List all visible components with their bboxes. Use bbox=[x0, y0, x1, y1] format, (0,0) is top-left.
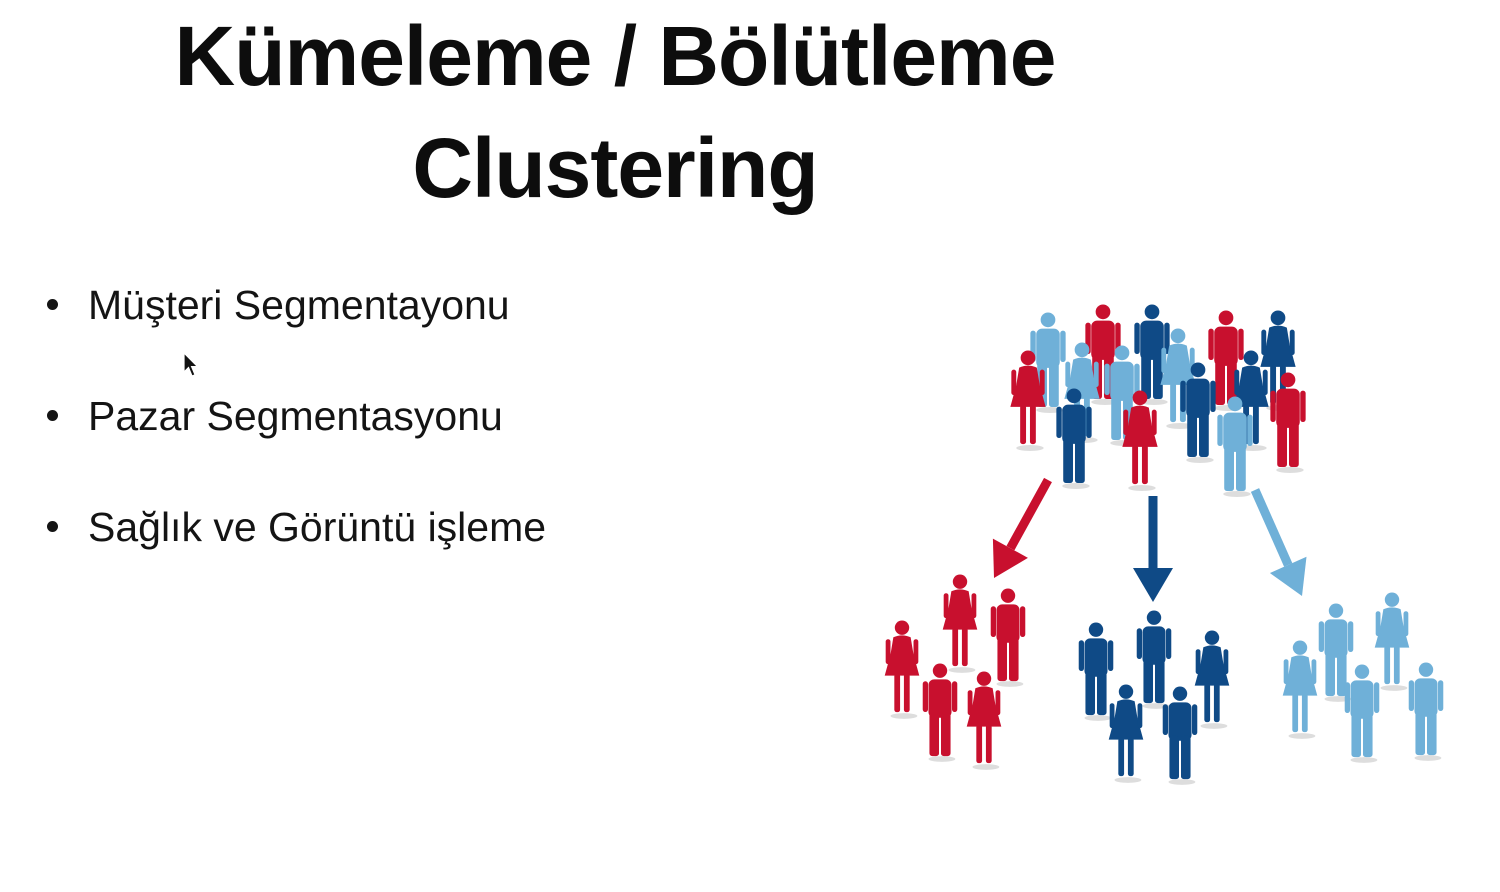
person-icon bbox=[1194, 630, 1230, 729]
person-icon bbox=[1122, 390, 1158, 491]
person-icon bbox=[1162, 686, 1198, 785]
bullet-list: Müşteri Segmentayonu Pazar Segmentasyonu… bbox=[40, 270, 546, 603]
person-icon bbox=[1270, 372, 1306, 473]
person-icon bbox=[922, 663, 958, 762]
person-icon bbox=[1208, 310, 1244, 411]
arrow-icon bbox=[1133, 496, 1173, 602]
bullet-item: Pazar Segmentasyonu bbox=[40, 381, 546, 492]
person-icon bbox=[1180, 362, 1216, 463]
bullet-dot-icon bbox=[47, 410, 58, 421]
person-icon bbox=[1056, 388, 1092, 489]
person-icon bbox=[1078, 622, 1114, 721]
slide-title: Kümeleme / Bölütleme Clustering bbox=[0, 0, 1230, 224]
person-icon bbox=[1282, 640, 1318, 739]
person-icon bbox=[1217, 396, 1253, 497]
bullet-label: Sağlık ve Görüntü işleme bbox=[88, 504, 547, 550]
person-icon bbox=[1408, 662, 1444, 761]
bullet-label: Pazar Segmentasyonu bbox=[88, 393, 503, 439]
person-icon bbox=[1344, 664, 1380, 763]
person-icon bbox=[1134, 304, 1170, 405]
title-line-2: Clustering bbox=[412, 121, 818, 215]
person-icon bbox=[1010, 350, 1046, 451]
bullet-dot-icon bbox=[47, 521, 58, 532]
person-icon bbox=[1108, 684, 1144, 783]
bullet-item: Sağlık ve Görüntü işleme bbox=[40, 492, 546, 603]
person-icon bbox=[942, 574, 978, 673]
person-icon bbox=[884, 620, 920, 719]
mouse-pointer-icon bbox=[183, 352, 199, 377]
bullet-label: Müşteri Segmentayonu bbox=[88, 282, 510, 328]
person-icon bbox=[990, 588, 1026, 687]
arrow-icon bbox=[992, 477, 1052, 578]
bullet-dot-icon bbox=[47, 299, 58, 310]
arrow-icon bbox=[1250, 488, 1307, 596]
clustering-illustration bbox=[884, 304, 1444, 785]
person-icon bbox=[1374, 592, 1410, 691]
person-icon bbox=[1136, 610, 1172, 709]
bullet-item: Müşteri Segmentayonu bbox=[40, 270, 546, 381]
person-icon bbox=[966, 671, 1002, 770]
person-icon bbox=[1318, 603, 1354, 702]
title-line-1: Kümeleme / Bölütleme bbox=[174, 9, 1057, 103]
